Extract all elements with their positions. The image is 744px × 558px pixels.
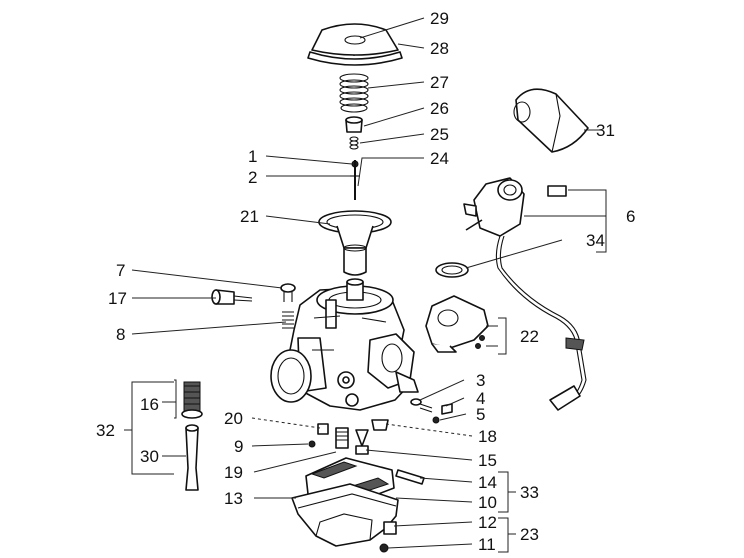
callout-7: 7 bbox=[116, 261, 125, 280]
callout-11: 11 bbox=[478, 535, 496, 554]
callout-25: 25 bbox=[430, 125, 449, 144]
part-carburetor-body bbox=[270, 278, 419, 411]
callout-14: 14 bbox=[478, 473, 497, 492]
callout-8: 8 bbox=[116, 325, 125, 344]
part-o-ring bbox=[435, 262, 469, 278]
callout-28: 28 bbox=[430, 39, 449, 58]
part-small-screws bbox=[410, 398, 453, 424]
part-diaphragm-slide bbox=[318, 210, 392, 276]
callout-20: 20 bbox=[224, 409, 243, 428]
callout-labels: 29 28 27 26 25 24 1 2 21 31 6 34 7 17 8 … bbox=[96, 9, 635, 554]
callout-1: 1 bbox=[248, 147, 257, 166]
callout-29: 29 bbox=[430, 9, 449, 28]
part-float-bowl bbox=[291, 483, 399, 553]
part-adjusting-screw bbox=[211, 289, 253, 305]
callout-13: 13 bbox=[224, 489, 243, 508]
part-jet-holder bbox=[181, 381, 203, 491]
part-idle-spring bbox=[282, 311, 294, 329]
callout-9: 9 bbox=[234, 437, 243, 456]
callout-18: 18 bbox=[478, 427, 497, 446]
callout-23: 23 bbox=[520, 525, 539, 544]
part-spring bbox=[339, 73, 369, 113]
callout-34: 34 bbox=[586, 231, 605, 250]
leader-lines bbox=[124, 17, 607, 553]
callout-21: 21 bbox=[240, 207, 259, 226]
callout-10: 10 bbox=[478, 493, 497, 512]
callout-27: 27 bbox=[430, 73, 449, 92]
callout-24: 24 bbox=[430, 149, 449, 168]
part-sleeve bbox=[513, 88, 589, 153]
part-top-cover bbox=[307, 23, 403, 66]
callout-26: 26 bbox=[430, 99, 449, 118]
callout-19: 19 bbox=[224, 463, 243, 482]
callout-17: 17 bbox=[108, 289, 127, 308]
callout-4: 4 bbox=[476, 389, 485, 408]
callout-6: 6 bbox=[626, 207, 635, 226]
part-screw-7 bbox=[280, 283, 296, 302]
callout-32: 32 bbox=[96, 421, 115, 440]
callout-22: 22 bbox=[520, 327, 539, 346]
callout-15: 15 bbox=[478, 451, 497, 470]
part-needle-retainer bbox=[345, 116, 363, 133]
callout-31: 31 bbox=[596, 121, 615, 140]
callout-5: 5 bbox=[476, 405, 485, 424]
callout-12: 12 bbox=[478, 513, 497, 532]
callout-3: 3 bbox=[476, 371, 485, 390]
callout-33: 33 bbox=[520, 483, 539, 502]
callout-2: 2 bbox=[248, 168, 257, 187]
callout-30: 30 bbox=[140, 447, 159, 466]
part-choke-unit bbox=[425, 295, 489, 353]
part-float-bowl-fittings bbox=[308, 419, 389, 455]
part-auto-choke bbox=[463, 177, 587, 411]
callout-16: 16 bbox=[140, 395, 159, 414]
part-small-spring bbox=[349, 136, 359, 150]
